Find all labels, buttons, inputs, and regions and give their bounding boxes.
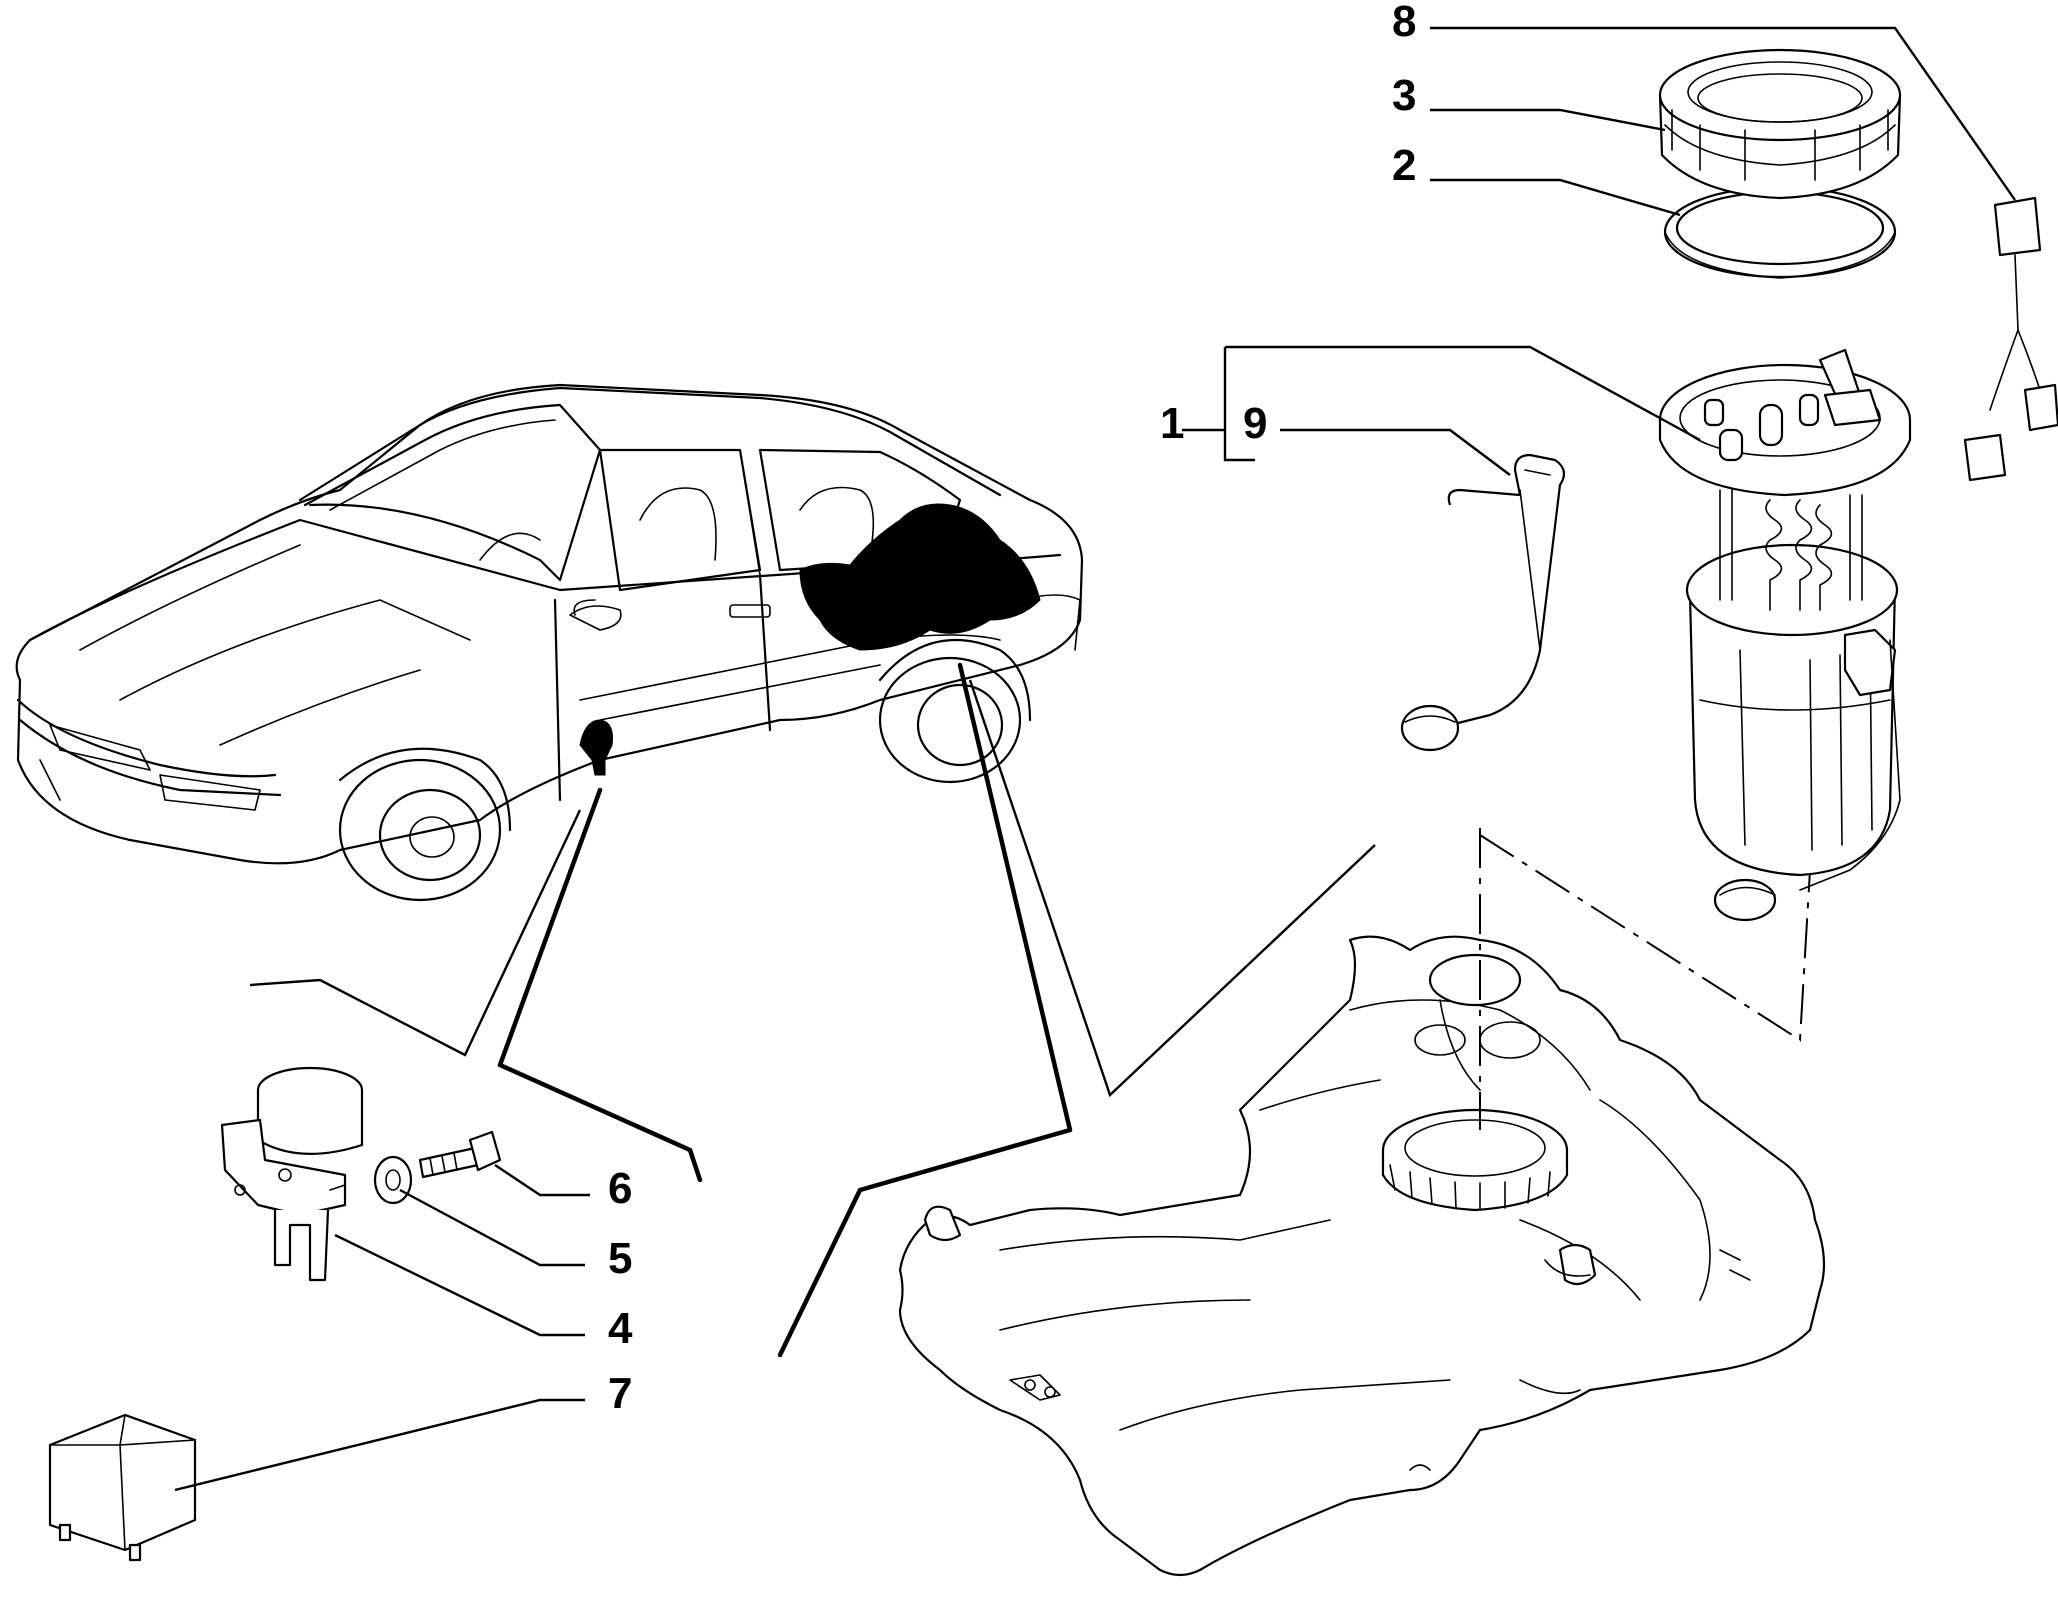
- wiring-harness: [1963, 196, 2058, 482]
- relay: [48, 1413, 197, 1562]
- callout-3: 3: [1392, 71, 1416, 120]
- fuel-tank: [898, 935, 1826, 1577]
- alignment-lines: [1479, 828, 1811, 1130]
- callout-leaders: [174, 26, 2016, 1492]
- callout-4: 4: [608, 1304, 633, 1353]
- fuel-level-sender: [1400, 453, 1566, 752]
- car-illustration: [15, 383, 1084, 902]
- callout-2: 2: [1392, 141, 1416, 190]
- fuel-pump-module: [1658, 348, 1912, 922]
- washer: [373, 1155, 413, 1205]
- callout-5: 5: [608, 1234, 632, 1283]
- callout-9: 9: [1243, 399, 1267, 448]
- callout-1: 1: [1160, 399, 1184, 448]
- callout-7: 7: [608, 1369, 632, 1418]
- screw: [418, 1130, 502, 1179]
- callout-8: 8: [1392, 0, 1416, 46]
- inertia-switch: [220, 1066, 364, 1282]
- callout-labels: 8 3 2 1 9 6 5 4 7: [608, 0, 1416, 1418]
- car-leader-lines: [249, 662, 1376, 1358]
- callout-6: 6: [608, 1164, 632, 1213]
- gasket-ring: [1663, 185, 1897, 279]
- ring-nut: [1658, 48, 1902, 200]
